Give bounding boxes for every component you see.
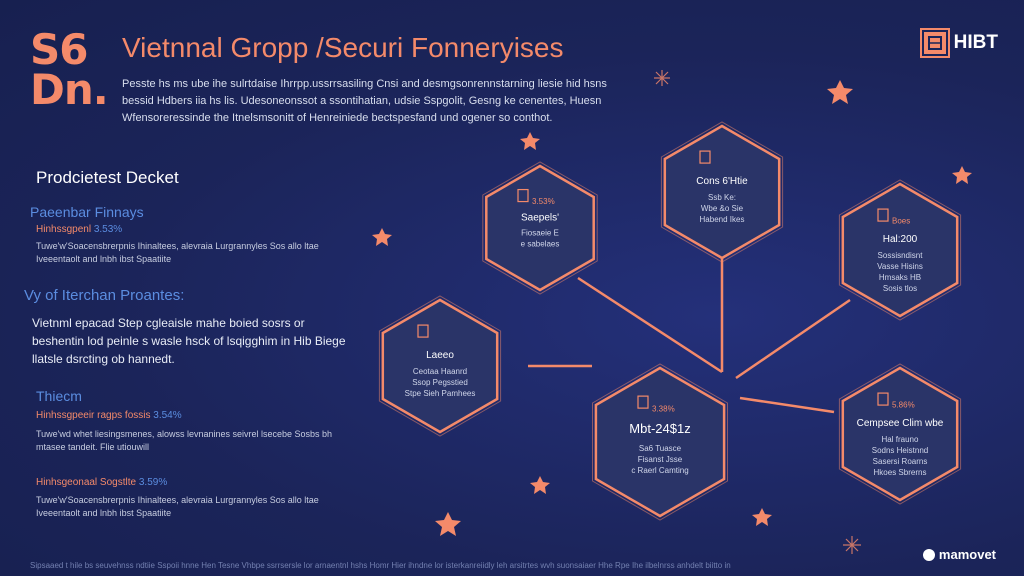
node-line: Sosis tlos: [883, 284, 917, 293]
connector-lines: [528, 258, 851, 414]
block2-line-label: Hinhssgpeeir ragps fossis: [36, 410, 154, 421]
big-number-line1: S6: [30, 25, 88, 74]
node-outer-ring: [838, 179, 962, 321]
mid-heading: Vy of Iterchan Proantes:: [24, 287, 185, 304]
mid-text: Vietnml epacad Step cgleaisle mahe boied…: [32, 316, 346, 366]
node-outer-ring: [482, 161, 598, 295]
node-line: Sossisndisnt: [878, 251, 924, 260]
node-hexagon: [841, 366, 959, 502]
sparkle-icon: [654, 70, 670, 86]
block3-line-label: Hinhsgeonaal Sogstlte: [36, 477, 139, 488]
node-line: Ceotaa Haanrd: [413, 367, 467, 376]
node-line: Fiosaeie E: [521, 228, 559, 237]
block1-line-label: Hinhssgpenl: [36, 224, 94, 235]
node-line: Sodns Heistnnd: [872, 446, 928, 455]
block2-text: Tuwe'wd whet liesingsmenes, alowss levna…: [36, 429, 333, 452]
shield-icon: [699, 150, 711, 164]
star-icon: [435, 512, 461, 536]
star-icon: [372, 228, 392, 246]
node-outer-ring: [592, 363, 728, 521]
node-line: Wbe &o Sie: [701, 204, 744, 213]
document-icon: [877, 208, 889, 222]
decorative-stars: [372, 80, 972, 536]
node-hexagon: [841, 182, 959, 318]
node-hexagon: [663, 124, 781, 260]
node-title: Hal:200: [883, 234, 918, 245]
block1-line: Hinhssgpenl 3.53%: [36, 224, 122, 235]
block2-subheading: Thiecm: [36, 388, 82, 404]
node-line: Ssb Ke:: [708, 193, 736, 202]
footer-brand-name: mamovet: [938, 547, 996, 562]
node-line: Sa6 Tuasce: [639, 444, 682, 453]
cube-icon: [921, 30, 948, 56]
node-line: Vasse Hisins: [877, 262, 923, 271]
star-icon: [530, 476, 550, 494]
star-icon: [752, 508, 772, 526]
node-title: Cons 6'Htie: [696, 176, 748, 187]
brand: HIBT: [921, 30, 998, 56]
block1-text: Tuwe'w'Soacensbrerpnis Ihinaltees, alevr…: [36, 241, 319, 264]
node-line: Fisanst Jsse: [638, 455, 683, 464]
block2-line: Hinhssgpeeir ragps fossis 3.54%: [36, 410, 182, 421]
node-top-label: 5.86%: [892, 401, 915, 410]
chart-icon: [637, 395, 649, 409]
node-line: Habend Ikes: [700, 215, 745, 224]
star-icon: [952, 166, 972, 184]
node-top-label: Boes: [892, 217, 910, 226]
node-title: Cempsee Clim wbe: [857, 418, 944, 429]
node-line: Stpe Sieh Pamhees: [405, 389, 476, 398]
star-icon: [827, 80, 853, 104]
brand-name: HIBT: [953, 32, 998, 53]
node-title: Mbt-24$1z: [629, 421, 690, 436]
footer-brand: mamovet: [922, 547, 996, 562]
clipboard-icon: [417, 324, 429, 338]
node-outer-ring: [660, 121, 784, 263]
star-icon: [520, 132, 540, 150]
block3-pct: 3.59%: [138, 477, 168, 488]
node-line: Hmsaks HB: [879, 273, 921, 282]
node-line: c Raerl Camting: [631, 466, 688, 475]
node-top-label: 3.53%: [532, 197, 555, 206]
node-title: Laeeo: [426, 350, 454, 361]
big-number-line2: Dn.: [30, 65, 109, 114]
block1-subheading: Paeenbar Finnays: [30, 204, 144, 220]
node-line: Hkoes Sbrerns: [874, 468, 927, 477]
connector-line: [739, 396, 835, 414]
big-number: S6 Dn.: [30, 25, 120, 114]
node-outer-ring: [838, 363, 962, 505]
node-top-label: 3.38%: [652, 405, 675, 414]
node-line: Sasersi Roarns: [873, 457, 928, 466]
chart-icon: [517, 188, 529, 203]
document-icon: [877, 392, 889, 406]
footer-text: Sipsaaed t hile bs seuvehnss ndtiie Sspo…: [30, 561, 731, 570]
node-line: Ssop Pegsstied: [412, 378, 468, 387]
connector-line: [577, 276, 723, 374]
diagram-node: 3.53% Saepels' Fiosaeie E e sabelaes: [482, 161, 598, 295]
node-line: e sabelaes: [521, 239, 560, 248]
node-line: Hal frauno: [882, 435, 919, 444]
page-title: Vietnnal Gropp /Securi Fonneryises: [122, 32, 564, 63]
node-hexagon: [381, 298, 499, 434]
node-title: Saepels': [521, 213, 559, 224]
decorative-glyphs: [654, 70, 861, 554]
node-hexagon: [485, 164, 595, 292]
node-hexagon: [594, 366, 726, 518]
block3-line: Hinhsgeonaal Sogstlte 3.59%: [36, 477, 167, 488]
footer-logo-icon: [922, 548, 935, 561]
section-heading: Prodcietest Decket: [36, 168, 179, 187]
block1-pct: 3.53%: [93, 224, 123, 235]
block2-pct: 3.54%: [153, 410, 182, 421]
node-outer-ring: [378, 295, 502, 437]
block3-text: Tuwe'w'Soacensbrerpnis Ihinaltees, alevr…: [36, 495, 319, 518]
connector-line: [735, 298, 851, 380]
sparkle-icon: [843, 536, 861, 554]
intro-text: Pesste hs ms ube ihe sulrtdaise Ihrrpp.u…: [122, 78, 607, 124]
